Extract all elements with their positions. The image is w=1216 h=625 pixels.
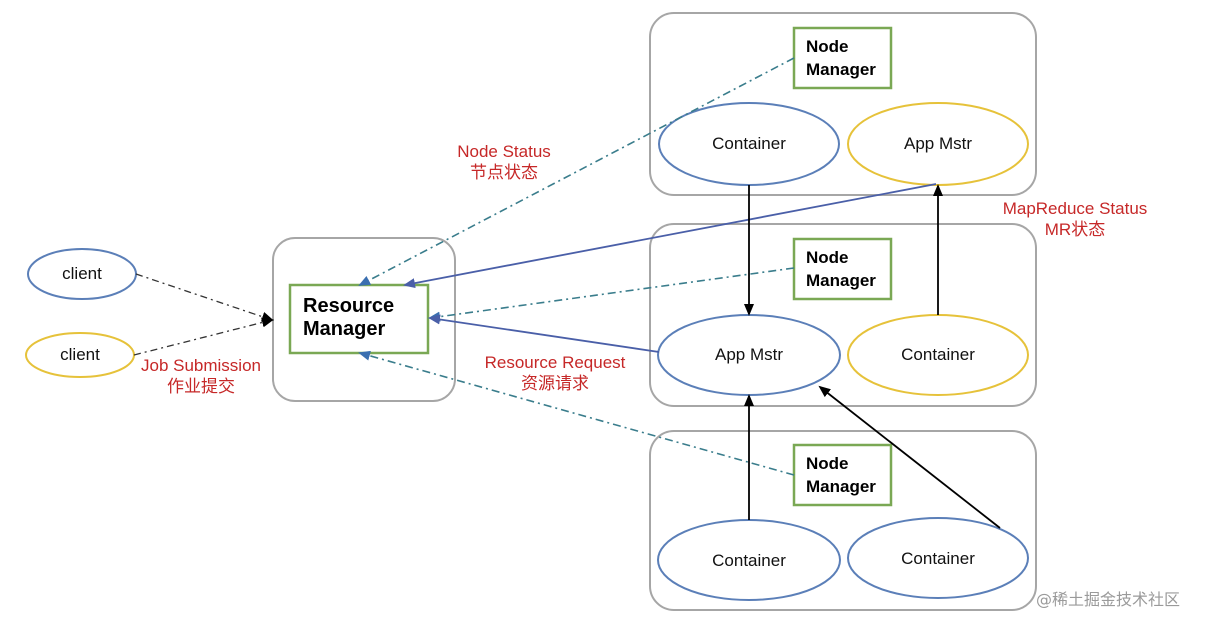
node-manager-label-line2: Manager bbox=[806, 60, 876, 79]
node-manager-box-3 bbox=[792, 443, 893, 507]
node-status-annotation: Node Status 节点状态 bbox=[444, 141, 564, 183]
node-manager-label-1: Node Manager bbox=[806, 35, 876, 81]
mapreduce-status-zh: MR状态 bbox=[1044, 220, 1106, 239]
resource-manager-label-line1: Resource bbox=[303, 295, 395, 317]
node2-container-label: Container bbox=[901, 345, 975, 364]
node3-container-right-label: Container bbox=[901, 549, 975, 568]
node-status-arrow-3 bbox=[358, 350, 795, 476]
mapreduce-status-arrow bbox=[403, 183, 937, 289]
node-manager-label-3: Node Manager bbox=[806, 452, 876, 498]
mapreduce-status-en: MapReduce Status bbox=[1002, 199, 1148, 218]
node-manager-box-1 bbox=[792, 26, 893, 90]
watermark-text: @稀土掘金技术社区 bbox=[1036, 590, 1181, 609]
node-manager-label-line1: Node bbox=[806, 248, 849, 267]
resource-request-zh: 资源请求 bbox=[521, 374, 589, 393]
resource-request-en: Resource Request bbox=[484, 353, 626, 372]
node3-container-right-ellipse bbox=[847, 517, 1029, 599]
node-manager-label-line2: Manager bbox=[806, 477, 876, 496]
node-manager-label-line2: Manager bbox=[806, 271, 876, 290]
resource-request-arrow bbox=[428, 314, 660, 353]
resource-manager-label-line2: Manager bbox=[303, 318, 386, 340]
client-label-2: client bbox=[60, 345, 100, 364]
client-label-1: client bbox=[62, 264, 102, 283]
job-submission-annotation: Job Submission 作业提交 bbox=[130, 355, 272, 397]
node1-container-label: Container bbox=[712, 134, 786, 153]
node-manager-label-line1: Node bbox=[806, 454, 849, 473]
resource-manager-box bbox=[288, 283, 430, 355]
node1-app-mstr-label: App Mstr bbox=[903, 134, 973, 153]
node-status-arrow-2 bbox=[428, 267, 795, 322]
node-status-en: Node Status bbox=[457, 142, 551, 161]
node3-container-left-label: Container bbox=[712, 551, 786, 570]
resource-request-annotation: Resource Request 资源请求 bbox=[470, 352, 640, 394]
job-submission-arrow-2 bbox=[133, 317, 274, 356]
job-submission-zh: 作业提交 bbox=[167, 377, 235, 396]
resource-manager-label: Resource Manager bbox=[303, 295, 394, 341]
node-status-arrow-1 bbox=[358, 57, 795, 286]
node2-app-mstr-label: App Mstr bbox=[714, 345, 784, 364]
node3-right-to-appmstr-arrow bbox=[818, 385, 1001, 529]
job-submission-arrow-1 bbox=[135, 273, 274, 322]
job-submission-en: Job Submission bbox=[140, 356, 261, 375]
node-manager-label-2: Node Manager bbox=[806, 246, 876, 292]
node-status-zh: 节点状态 bbox=[470, 163, 538, 182]
node-manager-label-line1: Node bbox=[806, 37, 849, 56]
mapreduce-status-annotation: MapReduce Status MR状态 bbox=[990, 198, 1160, 240]
node-manager-box-2 bbox=[792, 237, 893, 301]
